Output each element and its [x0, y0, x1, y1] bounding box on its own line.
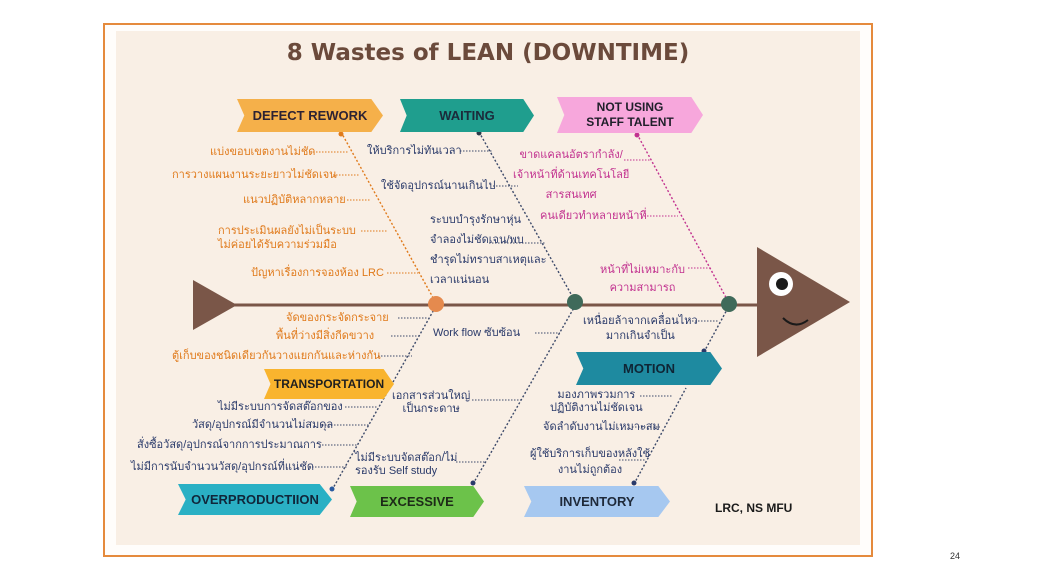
waiting-item: ใช้จัดอุปกรณ์นานเกินไป: [381, 180, 496, 192]
overprod-item: วัสดุ/อุปกรณ์มีจำนวนไม่สมดุล: [192, 419, 334, 431]
bone-waiting: [478, 131, 576, 302]
overprod-item: ไม่มีการนับจำนวนวัสดุ/อุปกรณ์ที่แน่ชัด: [131, 461, 315, 473]
joint-node-talent: [721, 296, 737, 312]
overprod-item: ไม่มีระบบการจัดสต๊อกของ: [218, 401, 343, 413]
waiting-item: ให้บริการไม่ทันเวลา: [367, 145, 462, 157]
bone-motion: [703, 305, 730, 353]
defect-item: แนวปฏิบัติหลากหลาย: [243, 194, 346, 206]
transport-item: ตู้เก็บของชนิดเดียวกันวางแยกกันและห่างกั…: [172, 350, 381, 362]
banner-overproduction: OVERPRODUCTIION: [178, 484, 332, 515]
defect-item: แบ่งขอบเขตงานไม่ชัด: [210, 146, 316, 158]
page-number: 24: [950, 551, 961, 561]
defect-item: การวางแผนงานระยะยาวไม่ชัดเจน: [172, 169, 337, 181]
defect-item: ปัญหาเรื่องการจองห้อง LRC: [251, 267, 384, 279]
talent-item: ขาดแคลนอัตรากำลัง/ เจ้าหน้าที่ด้านเทคโนโ…: [513, 149, 630, 201]
banner-defect-rework: DEFECT REWORK: [237, 99, 383, 132]
banner-motion: MOTION: [576, 352, 722, 385]
credit-text: LRC, NS MFU: [715, 501, 793, 515]
inventory-item: จัดลำดับงานไม่เหมาะสม: [543, 421, 660, 433]
banner-excessive: EXCESSIVE: [350, 486, 484, 517]
fish-head: [757, 247, 850, 357]
talent-item: หน้าที่ไม่เหมาะกับ ความสามารถ: [600, 264, 685, 294]
talent-item: คนเดียวทำหลายหน้าที่: [540, 210, 647, 222]
banner-talent-label: NOT USING STAFF TALENT: [586, 100, 674, 129]
joint-node-defect: [428, 296, 444, 312]
transport-item: จัดของกระจัดกระจาย: [286, 312, 389, 324]
inventory-item: ผู้ใช้บริการเก็บของหลังใช้ งานไม่ถูกต้อง: [530, 448, 651, 476]
inventory-item: มองภาพรวมการ ปฏิบัติงานไม่ชัดเจน: [550, 389, 643, 414]
excessive-item: ไม่มีระบบจัดสต๊อก/ไม่ รองรับ Self study: [355, 452, 458, 477]
fish-tail: [193, 280, 237, 330]
workflow-item: Work flow ซับซ้อน: [433, 327, 521, 339]
bone-defect: [340, 131, 437, 304]
page-title: 8 Wastes of LEAN (DOWNTIME): [286, 40, 690, 66]
excessive-item: เอกสารส่วนใหญ่ เป็นกระดาษ: [392, 390, 471, 415]
overprod-item: สั่งซื้อวัสดุ/อุปกรณ์จากการประมาณการ: [137, 439, 322, 451]
waiting-item: ระบบบำรุงรักษาหุ่น จำลองไม่ชัดเจน/พบ ชำร…: [430, 214, 547, 286]
banner-waiting: WAITING: [400, 99, 534, 132]
banner-not-using-staff-talent: NOT USING STAFF TALENT: [557, 97, 703, 133]
banner-transportation: TRANSPORTATION: [264, 369, 394, 399]
fish-pupil: [776, 278, 788, 290]
banner-inventory: INVENTORY: [524, 486, 670, 517]
joint-node-waiting: [567, 294, 583, 310]
motion-item: เหนื่อยล้าจากเคลื่อนไหว มากเกินจำเป็น: [583, 315, 698, 342]
defect-item: การประเมินผลยังไม่เป็นระบบ ไม่ค่อยได้รับ…: [218, 225, 356, 251]
bone-talent: [636, 133, 730, 304]
fish-smile: [782, 317, 809, 326]
transport-item: พื้นที่ว่างมีสิ่งกีดขวาง: [276, 330, 375, 342]
